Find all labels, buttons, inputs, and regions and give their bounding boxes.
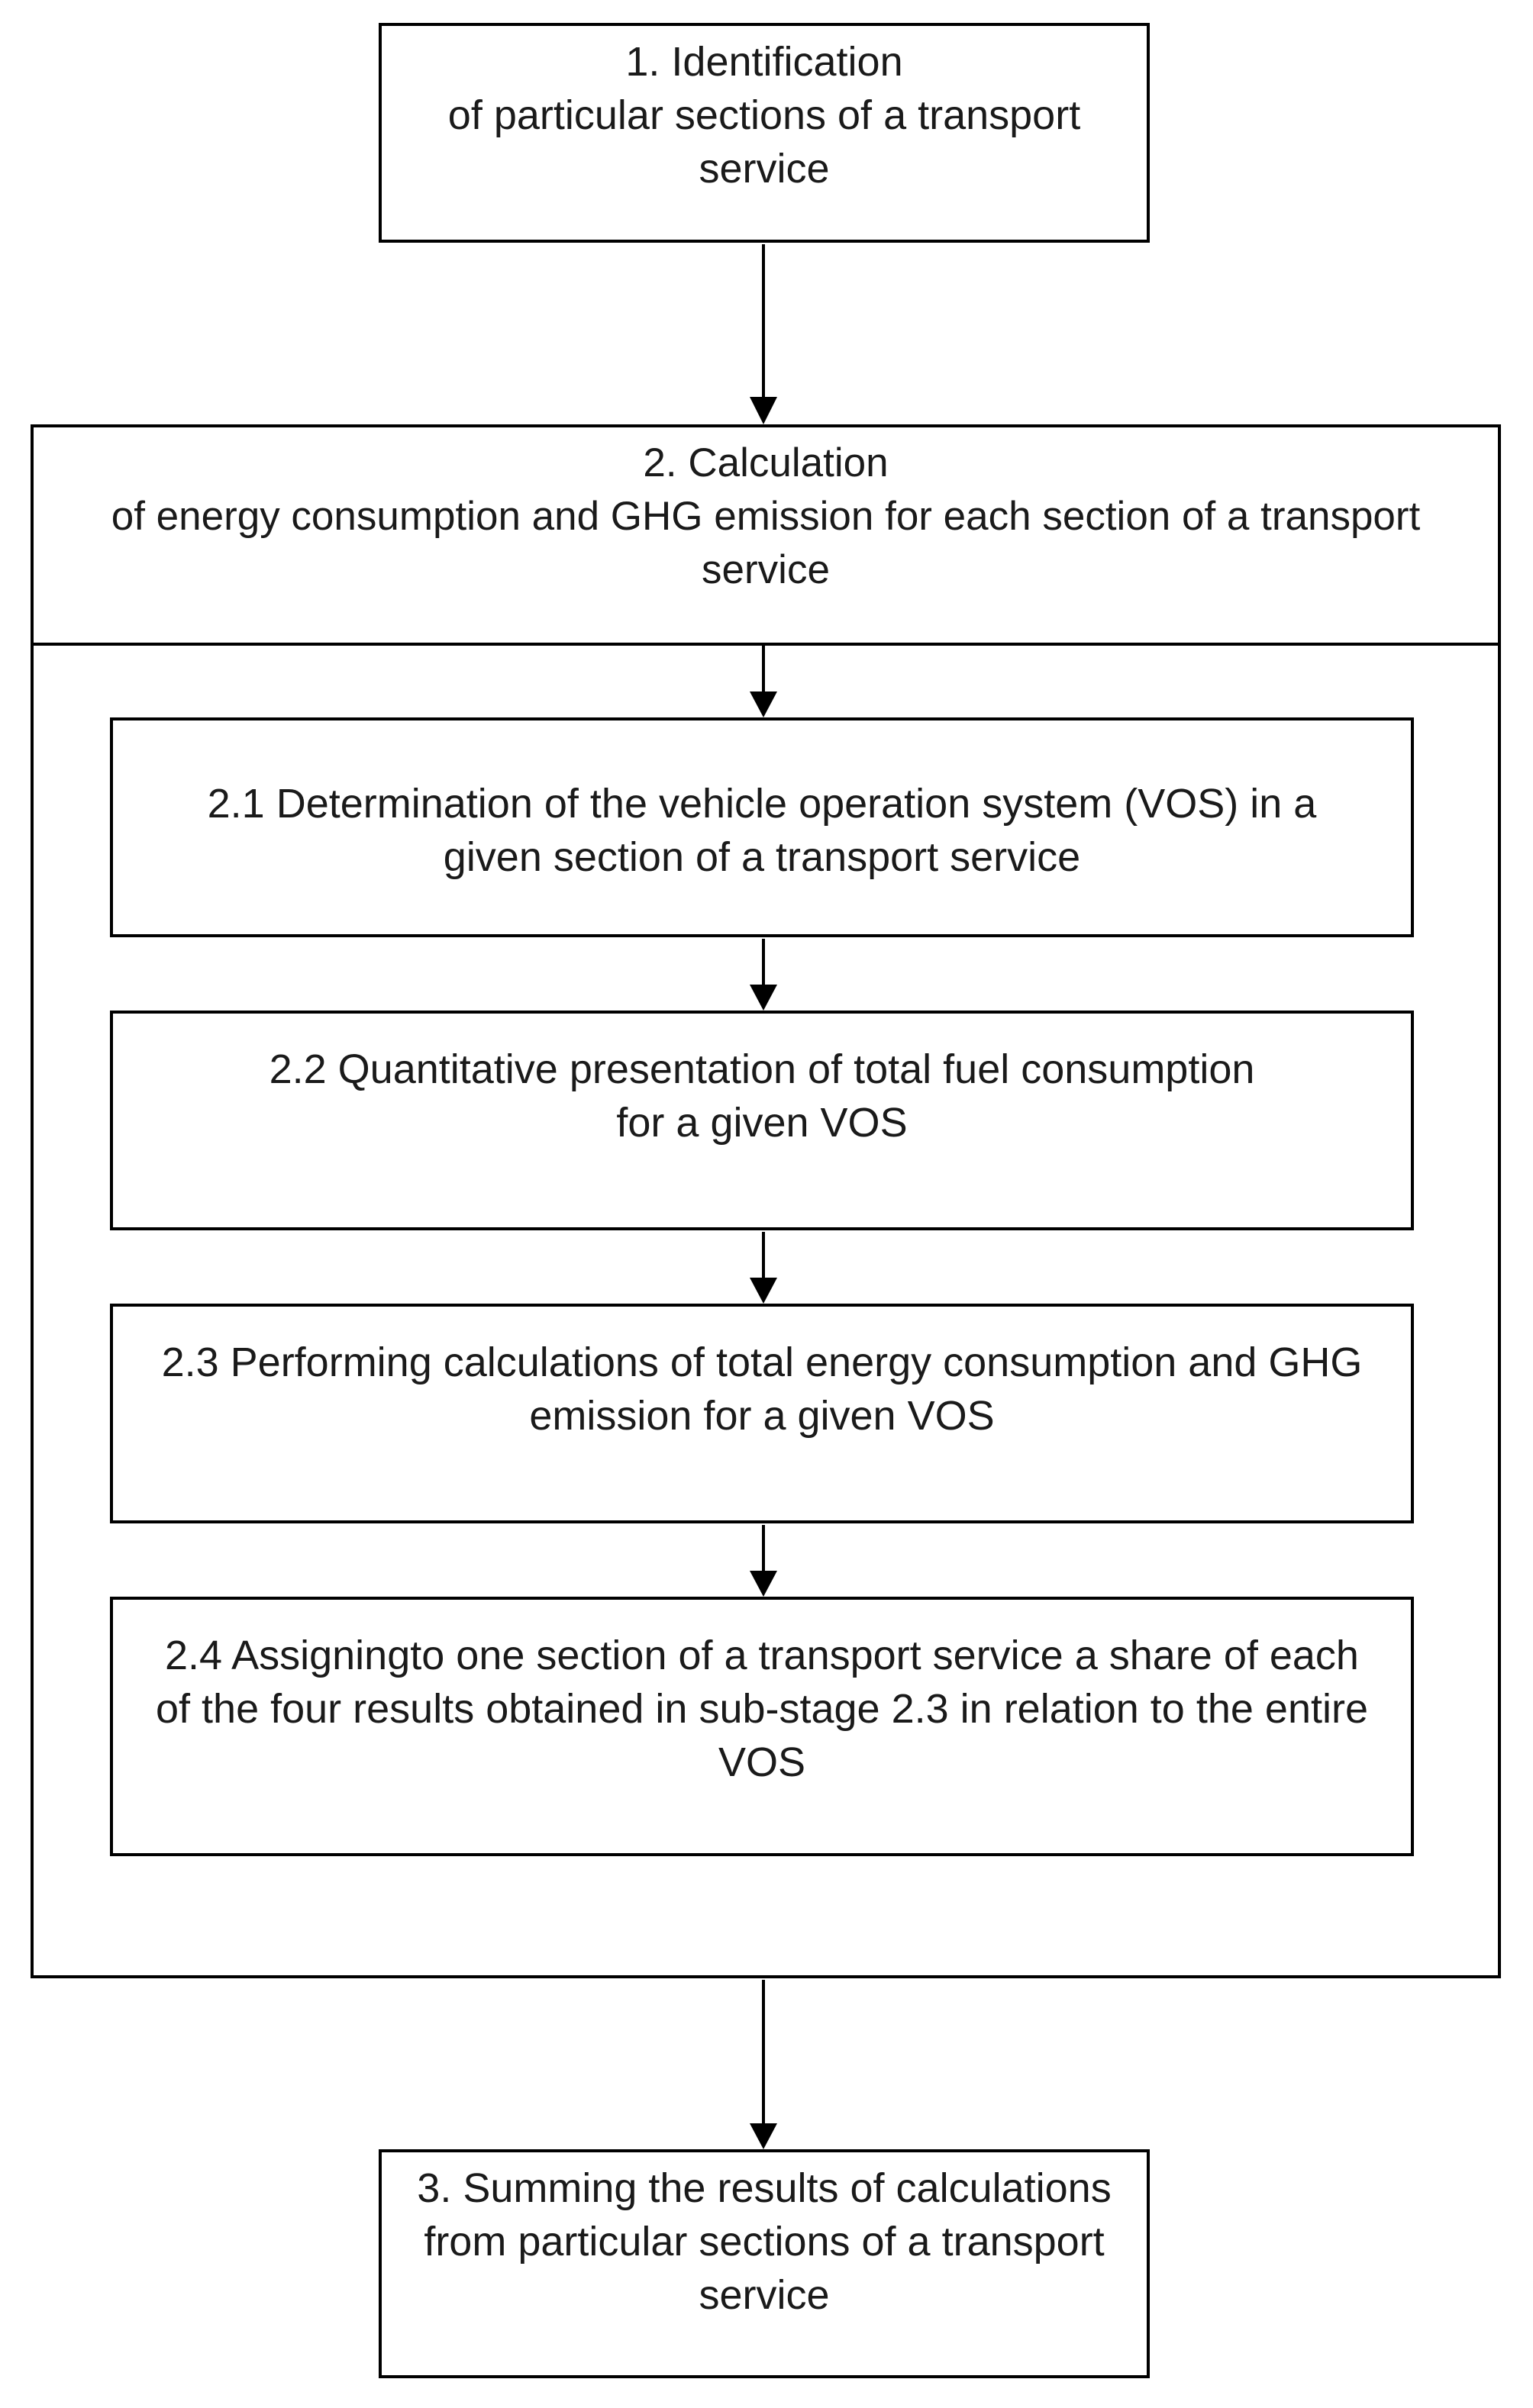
step-3-box: 3. Summing the results of calculations f…	[379, 2149, 1150, 2378]
arrow-2-to-3	[750, 1980, 777, 2149]
arrow-2-3-to-2-4	[750, 1525, 777, 1597]
substep-2-1-box: 2.1 Determination of the vehicle operati…	[110, 717, 1414, 937]
substep-2-1-label: 2.1 Determination of the vehicle operati…	[207, 781, 1317, 880]
step-1-label: 1. Identification of particular sections…	[447, 39, 1081, 192]
arrow-2-2-to-2-3	[750, 1232, 777, 1304]
substep-2-3-label: 2.3 Performing calculations of total ene…	[161, 1339, 1363, 1439]
substep-2-2-box: 2.2 Quantitative presentation of total f…	[110, 1011, 1414, 1230]
substep-2-2-label: 2.2 Quantitative presentation of total f…	[269, 1046, 1255, 1146]
arrow-header-to-2-1	[750, 644, 777, 717]
substep-2-3-box: 2.3 Performing calculations of total ene…	[110, 1304, 1414, 1523]
substep-2-4-box: 2.4 Assigningto one section of a transpo…	[110, 1597, 1414, 1856]
step-3-label: 3. Summing the results of calculations f…	[417, 2165, 1112, 2318]
step-2-label: 2. Calculation of energy consumption and…	[111, 440, 1421, 592]
substep-2-4-label: 2.4 Assigningto one section of a transpo…	[156, 1633, 1368, 1785]
arrow-1-to-2	[750, 244, 777, 424]
step-1-box: 1. Identification of particular sections…	[379, 23, 1150, 243]
step-2-header-divider	[31, 643, 1501, 646]
arrow-2-1-to-2-2	[750, 939, 777, 1011]
